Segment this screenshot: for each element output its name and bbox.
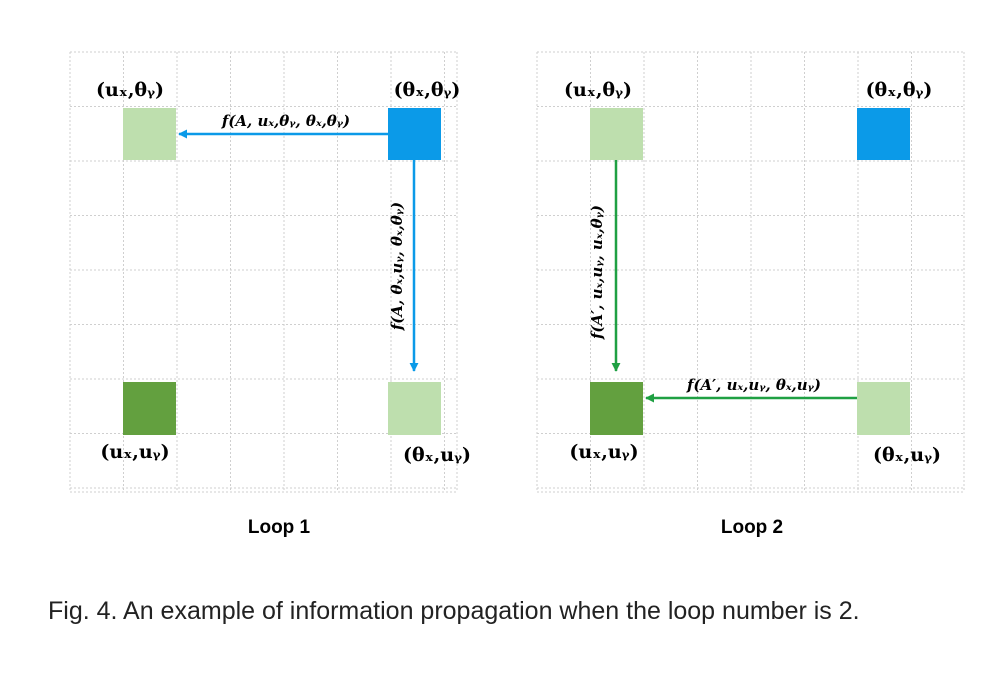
node-top-right-loop-1 [388, 108, 441, 160]
panel-loop-1: (uₓ,θᵧ) (θₓ,θᵧ) (uₓ,uᵧ) (θₓ,uᵧ) f(A, uₓ,… [69, 51, 471, 538]
corner-label-bottom-right-loop-2: (θₓ,uᵧ) [873, 444, 941, 466]
node-bottom-left-loop-2 [590, 382, 643, 435]
node-top-left-loop-1 [123, 108, 176, 160]
corner-label-top-right-loop-1: (θₓ,θᵧ) [394, 79, 461, 101]
node-bottom-right-loop-2 [857, 382, 910, 435]
arrow-label-vertical-loop-1: f(A, θₓ,uᵧ, θₓ,θᵧ) [388, 202, 406, 331]
panel-loop-2: (uₓ,θᵧ) (θₓ,θᵧ) (uₓ,uᵧ) (θₓ,uᵧ) f(A′, uₓ… [536, 51, 965, 538]
node-bottom-left-loop-1 [123, 382, 176, 435]
arrow-label-horizontal-loop-1: f(A, uₓ,θᵧ, θₓ,θᵧ) [221, 112, 350, 130]
node-bottom-right-loop-1 [388, 382, 441, 435]
corner-label-bottom-left-loop-2: (uₓ,uᵧ) [569, 441, 638, 463]
corner-label-bottom-left-loop-1: (uₓ,uᵧ) [100, 441, 169, 463]
figure-caption: Fig. 4. An example of information propag… [48, 597, 860, 625]
arrow-label-vertical-loop-2: f(A′, uₓ,uᵧ, uₓ,θᵧ) [588, 205, 606, 340]
corner-label-top-left-loop-2: (uₓ,θᵧ) [564, 79, 632, 101]
grid-loop-2 [536, 51, 965, 493]
arrow-label-horizontal-loop-2: f(A′, uₓ,uᵧ, θₓ,uᵧ) [686, 376, 821, 394]
corner-label-top-right-loop-2: (θₓ,θᵧ) [866, 79, 933, 101]
node-top-left-loop-2 [590, 108, 643, 160]
corner-label-top-left-loop-1: (uₓ,θᵧ) [96, 79, 164, 101]
panel-title-loop-1: Loop 1 [248, 517, 311, 538]
panel-title-loop-2: Loop 2 [721, 517, 783, 538]
corner-label-bottom-right-loop-1: (θₓ,uᵧ) [403, 444, 471, 466]
node-top-right-loop-2 [857, 108, 910, 160]
